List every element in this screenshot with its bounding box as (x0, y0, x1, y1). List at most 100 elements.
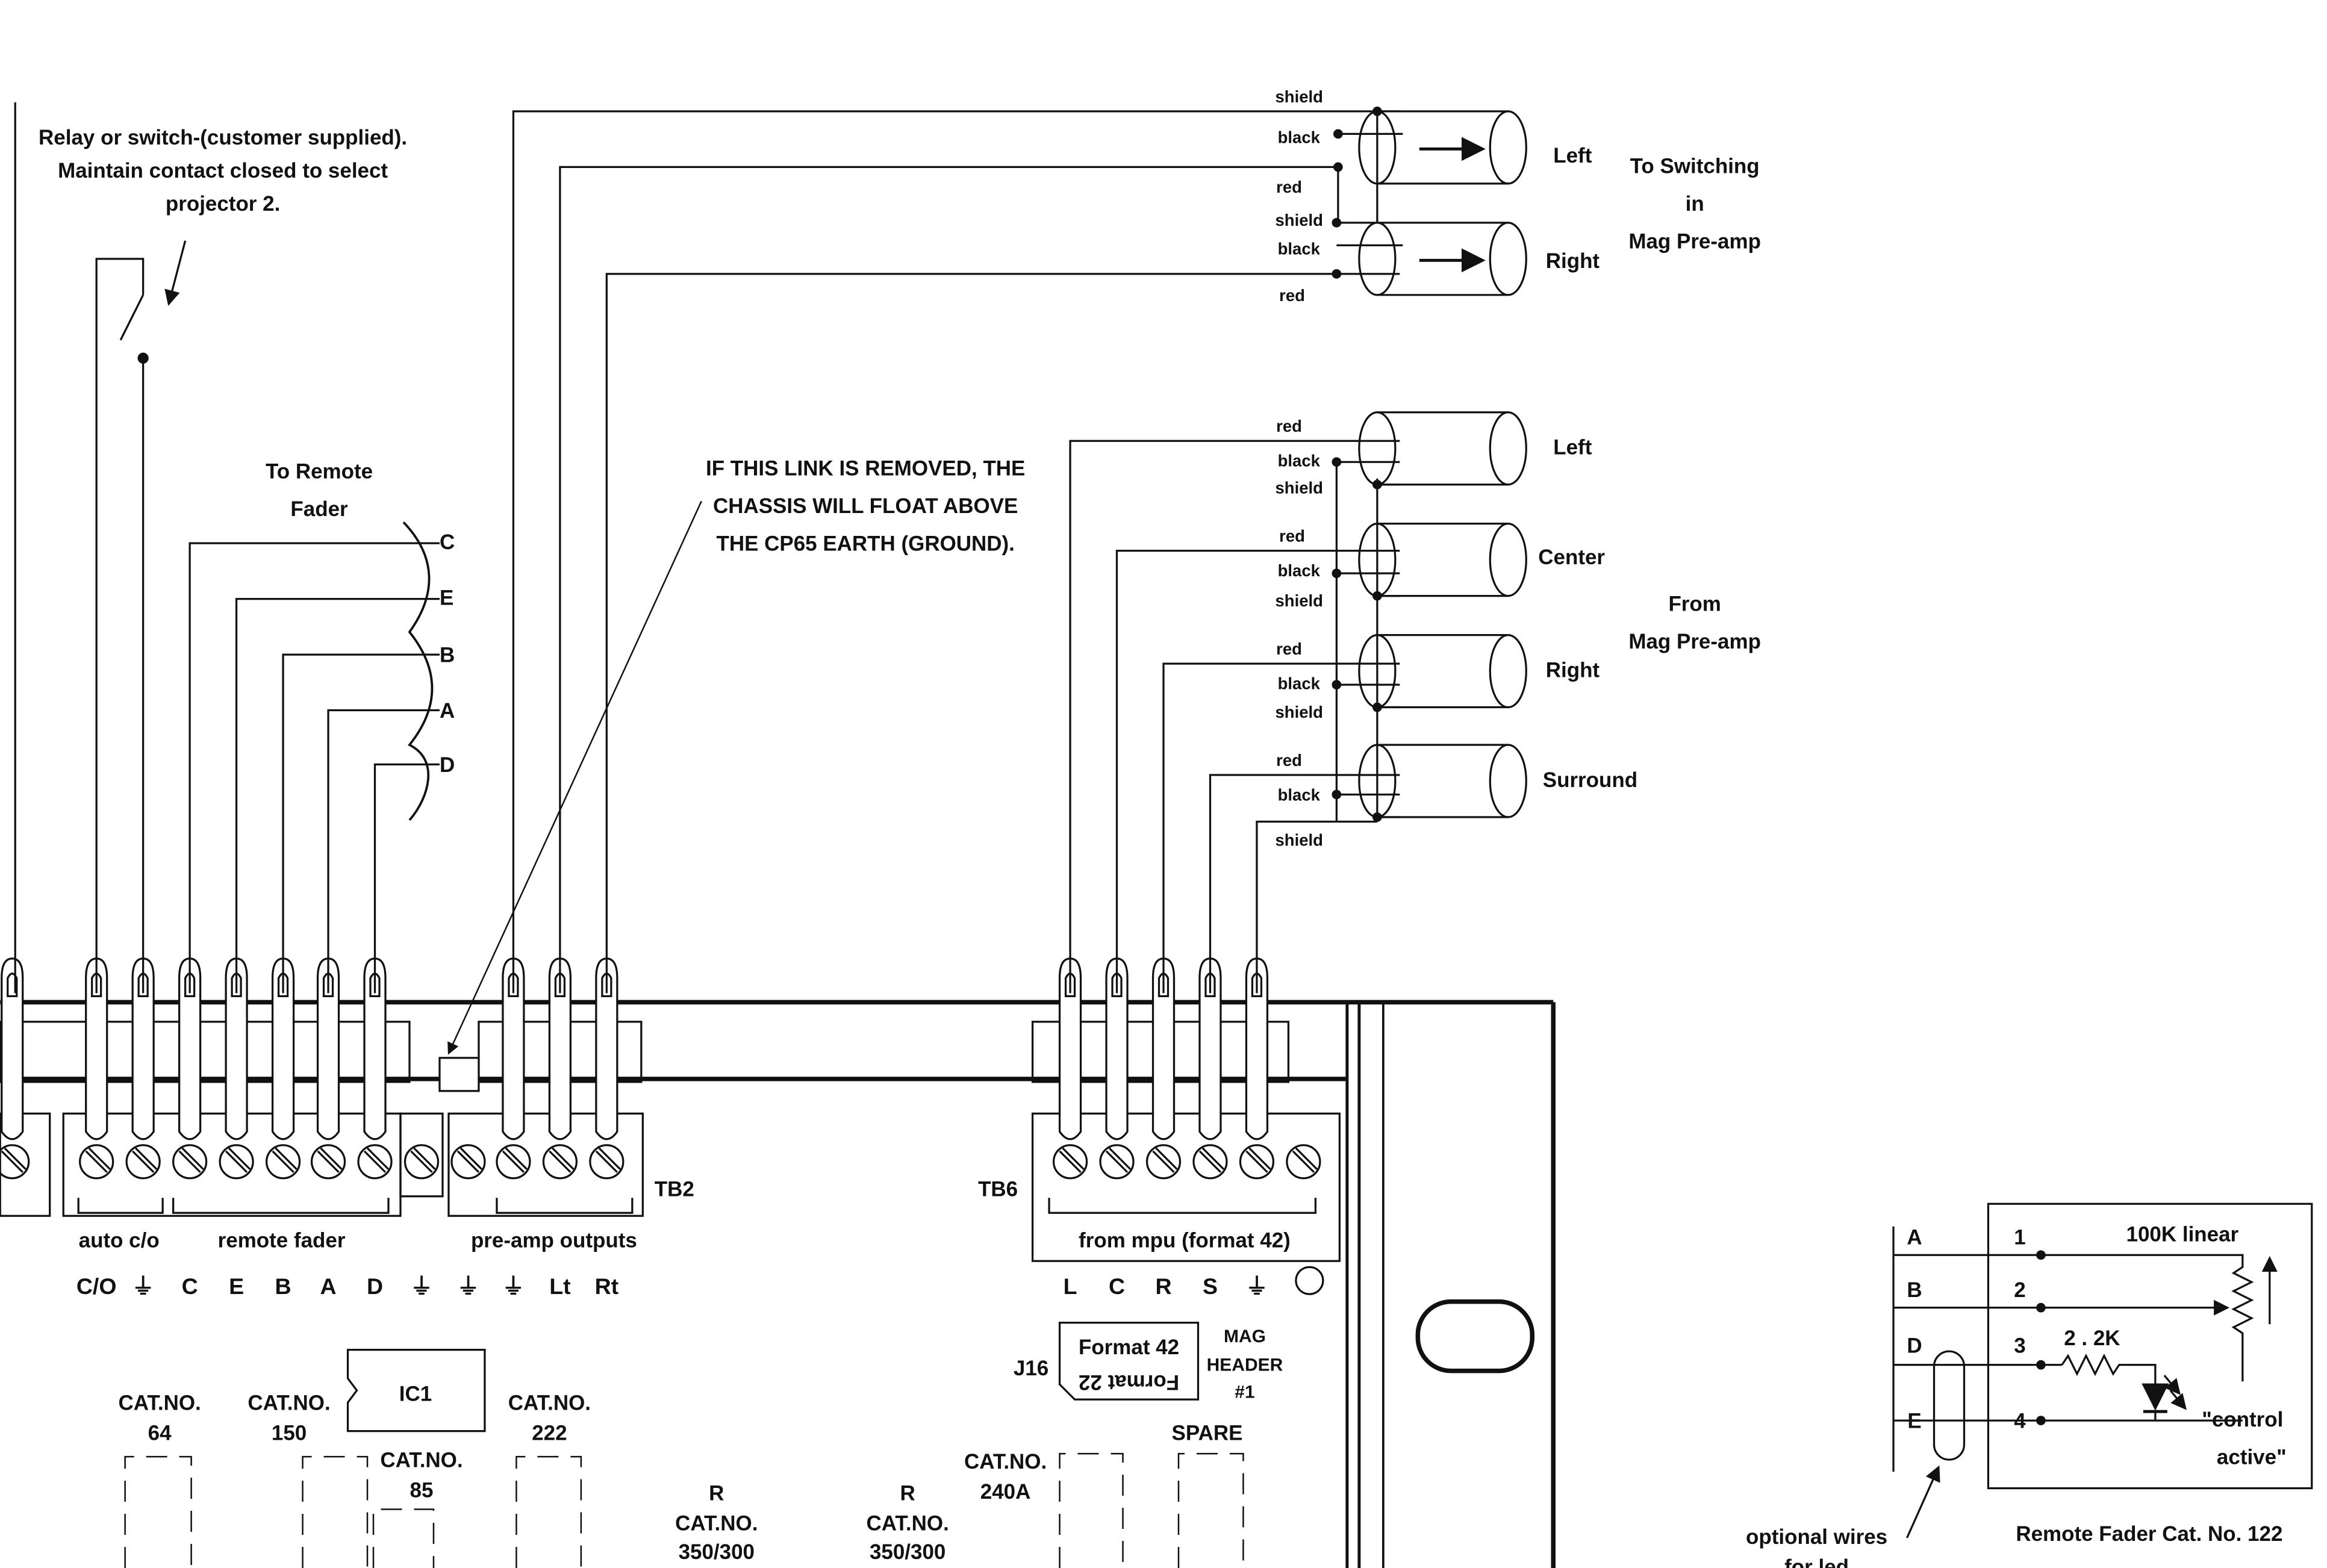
lug-hole (369, 972, 381, 997)
screw-head (265, 1144, 301, 1180)
link-note-line-2: CHASSIS WILL FLOAT ABOVE (713, 494, 1018, 518)
screw-slot (505, 1147, 528, 1170)
lug-hole (137, 972, 149, 997)
fader-led-note-2: active" (2217, 1446, 2287, 1469)
mag-right-cable (1332, 633, 1527, 712)
lug-hole (1204, 972, 1216, 997)
fader-letter-d: D (1907, 1334, 1922, 1358)
relay-note-line-1: Relay or switch-(customer supplied). (39, 126, 407, 149)
lug-hole (277, 972, 289, 997)
sw-right-wire-red: red (1279, 286, 1305, 305)
lug-hole (508, 972, 519, 997)
screw-slot (1248, 1147, 1271, 1170)
sw-right-wire-shield: shield (1276, 211, 1323, 229)
tb2-wire-lug (548, 957, 572, 1140)
mag-surround-wire-black: black (1278, 785, 1321, 804)
screw-slot (598, 1147, 621, 1170)
tb2-screw (79, 1144, 114, 1180)
tb2-wire-lug (178, 957, 202, 1140)
lug-body (225, 957, 248, 1140)
screw-slot (320, 1147, 343, 1170)
mag-left-wire-red: red (1276, 417, 1302, 435)
lug-body (1, 957, 24, 1140)
sw-left-wire-red: red (1276, 178, 1302, 196)
screw-slot (413, 1147, 436, 1170)
remote-pin-b: B (440, 644, 455, 667)
tb2-wiring (1, 102, 1377, 1140)
tb2-screw (403, 1144, 440, 1180)
screw-head (219, 1144, 254, 1180)
ic1-label: IC1 (399, 1383, 432, 1406)
tb2-term-e: E (229, 1274, 244, 1299)
tb6-group-mpu: from mpu (format 42) (1079, 1229, 1291, 1252)
fader-inset (1892, 1202, 2313, 1538)
mag-surround-wire-shield: shield (1276, 830, 1323, 849)
screw-head (357, 1144, 393, 1180)
tb2-wire-lug (85, 957, 108, 1140)
tb2-screw (0, 1144, 30, 1180)
wire-junction (1332, 457, 1342, 467)
from-mag-title-2: Mag Pre-amp (1628, 630, 1761, 653)
fader-letter-e: E (1907, 1410, 1921, 1433)
r1-line-3: 350/300 (679, 1540, 755, 1564)
remote-fader-title-2: Fader (290, 497, 348, 521)
from-mag-title-1: From (1668, 593, 1721, 616)
mag-left-wire-black: black (1278, 452, 1321, 470)
screw-head (450, 1144, 486, 1180)
lug-body (85, 957, 108, 1140)
cable-end-far (1489, 411, 1527, 486)
tb6-term-s: S (1203, 1274, 1218, 1299)
lug-body (1105, 957, 1129, 1140)
screw-slot (1295, 1147, 1318, 1170)
fader-number-3: 3 (2014, 1334, 2025, 1358)
cat150-line-1: CAT.NO. (248, 1392, 330, 1415)
cable-end-far (1489, 633, 1527, 709)
cat222-line-1: CAT.NO. (508, 1392, 591, 1415)
mag-left-label: Left (1553, 436, 1592, 459)
tb6-wire-lug (1058, 957, 1082, 1140)
lug-body (178, 957, 202, 1140)
tb6-wire-lug (1245, 957, 1269, 1140)
screw-head (1286, 1144, 1321, 1180)
relay-note-line-3: projector 2. (166, 192, 280, 216)
mag-right-label: Right (1546, 659, 1600, 682)
mag-surround-label: Surround (1543, 768, 1637, 792)
lug-body (1151, 957, 1176, 1140)
r1-line-2: CAT.NO. (675, 1512, 758, 1535)
tb2-term-lt: Lt (549, 1274, 571, 1299)
lug-body (271, 957, 295, 1140)
lug-hole (601, 972, 612, 997)
screw-slot (363, 1150, 387, 1173)
optional-wires-note-2: for led (1784, 1555, 1849, 1568)
tb6-term-c: C (1109, 1274, 1125, 1299)
mag-right-wire-shield: shield (1276, 703, 1323, 721)
tb2-screw (310, 1144, 346, 1180)
tb6-name: TB6 (978, 1178, 1018, 1201)
mag-right-wire-black: black (1278, 674, 1321, 693)
switching-right-label: Right (1546, 249, 1600, 273)
lug-body (131, 957, 155, 1140)
screw-slot (1201, 1147, 1225, 1170)
tb6-term-l: L (1064, 1274, 1077, 1299)
j16-name: J16 (1014, 1357, 1048, 1380)
tb2-term-a: A (320, 1274, 337, 1299)
tb6-screw (1286, 1144, 1321, 1180)
fader-inset-title: Remote Fader Cat. No. 122 (2016, 1522, 2282, 1546)
screw-slot (317, 1150, 340, 1173)
mag-header-2: HEADER (1207, 1355, 1283, 1375)
wire-junction (1372, 812, 1382, 822)
screw-slot (4, 1147, 26, 1170)
screw-slot (410, 1150, 433, 1173)
screw-slot (502, 1150, 525, 1173)
screw-head (542, 1144, 578, 1180)
switching-title-3: Mag Pre-amp (1628, 229, 1761, 253)
lug-hole (231, 972, 242, 997)
optional-wires-note-1: optional wires (1746, 1525, 1887, 1549)
screw-slot (228, 1147, 251, 1170)
r2-line-2: CAT.NO. (867, 1512, 949, 1535)
fader-resistor-label: 2 . 2K (2064, 1327, 2120, 1350)
tb2-name: TB2 (655, 1178, 694, 1201)
lug-hole (184, 972, 196, 997)
tb2-screw (357, 1144, 393, 1180)
